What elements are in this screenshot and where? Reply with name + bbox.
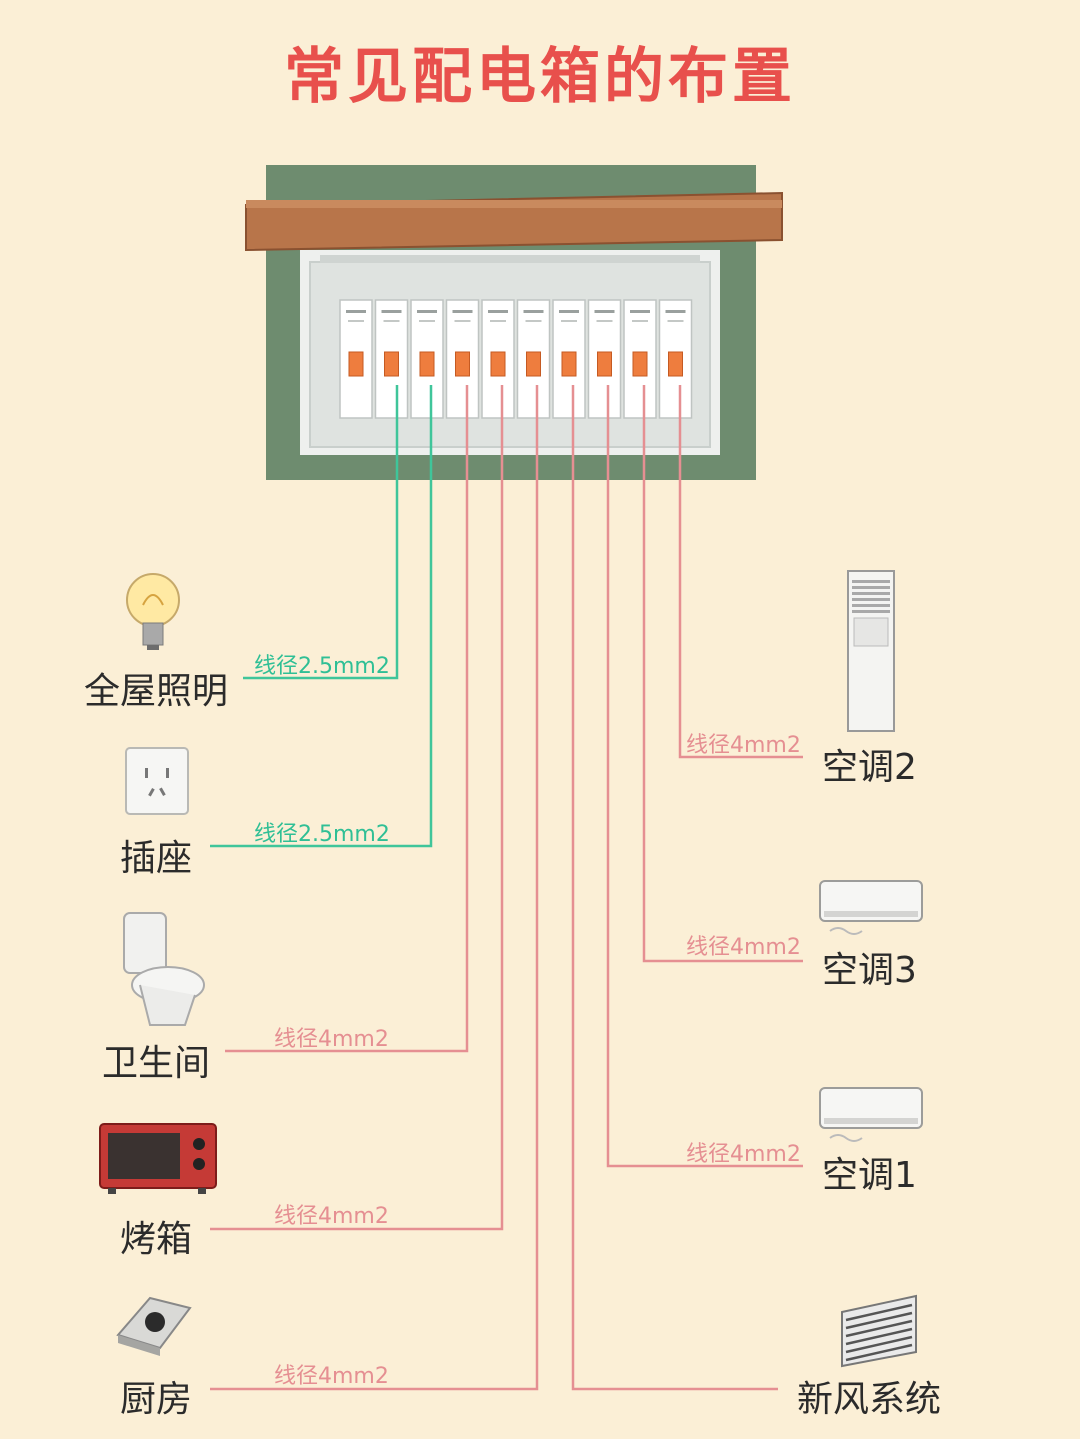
device-label-ac2: 空调2 [822, 747, 917, 788]
breaker-9 [623, 299, 657, 419]
wire-size-oven: 线径4mm2 [274, 1204, 389, 1229]
light-bulb-icon [126, 573, 180, 650]
wire-size-socket: 线径2.5mm2 [254, 822, 390, 847]
fresh-air-vent-icon [841, 1294, 917, 1368]
breaker-7 [552, 299, 586, 419]
wire-oven [210, 385, 504, 1231]
wire-size-ac1: 线径4mm2 [686, 1142, 801, 1167]
breaker-8 [587, 299, 622, 419]
breaker-10 [658, 299, 693, 419]
wire-ac1 [606, 385, 803, 1168]
breaker-3 [410, 299, 444, 419]
wire-ac2 [678, 385, 803, 759]
breaker-2 [374, 299, 409, 419]
breaker-row [339, 299, 693, 419]
toilet-icon [123, 912, 205, 1026]
device-label-fresh-air: 新风系统 [797, 1379, 942, 1420]
wire-lighting [243, 385, 399, 680]
breaker-4 [445, 299, 480, 419]
wire-size-ac3: 线径4mm2 [686, 935, 801, 960]
wire-fresh-air [571, 385, 778, 1391]
device-label-lighting: 全屋照明 [84, 671, 229, 712]
device-label-ac1: 空调1 [822, 1155, 917, 1196]
wire-size-lighting: 线径2.5mm2 [254, 654, 390, 679]
wire-kitchen [210, 385, 539, 1391]
device-label-ac3: 空调3 [822, 950, 917, 991]
wall-ac-icon-ac1 [819, 1087, 923, 1142]
wire-bathroom [225, 385, 469, 1053]
gas-stove-icon [116, 1296, 192, 1356]
wire-size-bathroom: 线径4mm2 [274, 1027, 389, 1052]
oven-icon [99, 1123, 217, 1194]
wire-size-kitchen: 线径4mm2 [274, 1364, 389, 1389]
device-label-oven: 烤箱 [120, 1219, 193, 1260]
wall-ac-icon-ac3 [819, 880, 923, 935]
device-label-bathroom: 卫生间 [102, 1043, 211, 1084]
device-label-kitchen: 厨房 [120, 1379, 193, 1420]
device-label-socket: 插座 [120, 838, 193, 879]
breaker-6 [516, 299, 551, 419]
wire-size-ac2: 线径4mm2 [686, 733, 801, 758]
floor-ac-icon [847, 570, 895, 732]
distribution-box [245, 165, 783, 480]
wire-ac3 [642, 385, 803, 963]
breaker-1 [339, 299, 373, 419]
wall-socket-icon [125, 747, 189, 815]
breaker-5 [481, 299, 515, 419]
wire-socket [210, 385, 433, 848]
diagram-title: 常见配电箱的布置 [284, 42, 796, 112]
